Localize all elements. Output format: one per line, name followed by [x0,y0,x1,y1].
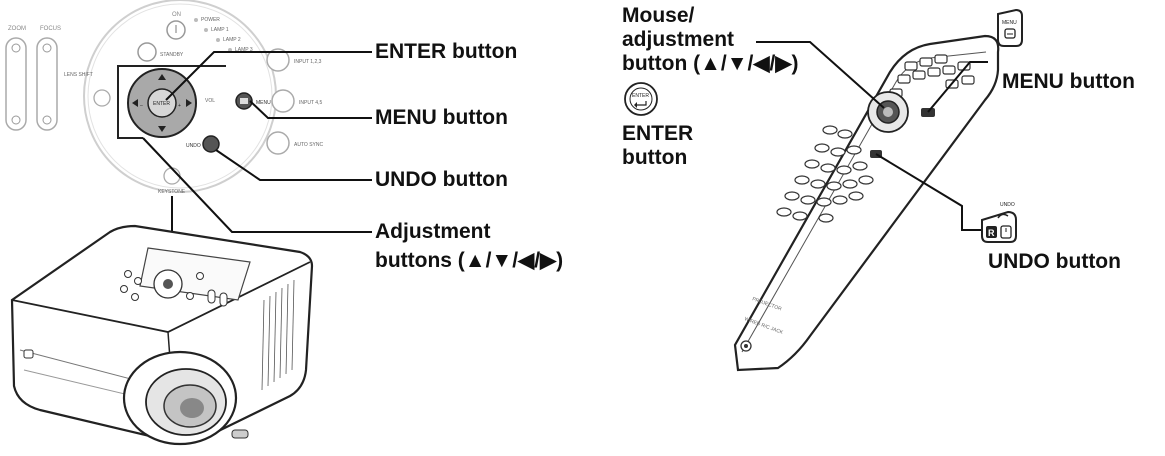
undo-icon: UNDO R [981,202,1017,243]
projector [10,224,314,446]
power-indicator-label: POWER [201,17,220,23]
left-arrow-icon [132,99,138,107]
menu-panel-label: MENU [256,100,271,106]
focus-minus-icon [42,115,52,125]
undo-button-callout: UNDO button [375,168,508,191]
zoom-label: ZOOM [8,26,26,32]
lamp3-indicator-label: LAMP 3 [235,47,253,53]
panel-inner-ring [87,3,273,189]
adjust-leader [142,137,372,233]
menu-remote-leader [927,61,988,113]
input-45-label: INPUT 4,5 [299,100,322,106]
undo-button [202,135,220,153]
auto-sync-label: AUTO SYNC [294,142,323,148]
menu-leader [249,100,372,119]
keystone-button [163,167,181,185]
keystone-label: KEYSTONE [158,189,186,195]
enter-button-callout: ENTER button [375,40,518,63]
menu-icon: MENU [997,8,1023,47]
right-arrow-icon [186,99,192,107]
on-label: ON [172,12,181,18]
remote-control: PROJECTOR WIRED R/C JACK [733,34,1000,372]
up-arrow-icon [158,74,166,80]
input-45-button [271,89,295,113]
focus-slider [36,37,58,131]
auto-sync-button [266,131,290,155]
enter-leader [165,51,372,101]
zoom-slider [5,37,27,131]
enter-icon: ENTER [624,82,658,116]
focus-label: FOCUS [40,26,61,32]
menu-remote-callout: MENU button [1002,70,1135,93]
svg-text:R: R [988,228,995,238]
zoom-minus-icon [11,115,21,125]
right-leader-lines [756,41,988,231]
standby-label: STANDBY [160,52,184,58]
lens-shift-label: LENS SHIFT [64,72,93,78]
input-123-button [266,48,290,72]
enter-icon-text: ENTER [632,93,649,99]
focus-plus-icon [42,43,52,53]
mouse-callout-line2: adjustment [622,28,735,51]
menu-icon-text: MENU [1002,20,1017,26]
adjustment-bracket [117,66,143,139]
undo-remote-leader [875,153,988,231]
mouse-callout-line1: Mouse/ [622,4,695,27]
down-arrow-icon [158,126,166,132]
adjustment-buttons-callout-line2: buttons (▲/▼/◀/▶) [375,249,564,272]
control-panel: ZOOM FOCUS LENS SHIFT ON POWER LAMP 1 LA… [5,0,323,195]
undo-remote-callout: UNDO button [988,250,1121,273]
vol-label: VOL [205,98,215,104]
enter-remote-callout-line1: ENTER [622,122,694,145]
lens-shift-button [93,89,111,107]
zoom-plus-icon [11,43,21,53]
input-123-label: INPUT 1,2,3 [294,59,322,65]
enter-remote-callout-line2: button [622,146,688,169]
svg-text:–: – [140,103,143,109]
undo-icon-text: UNDO [1000,202,1015,208]
undo-leader [215,149,372,181]
lamp1-indicator-label: LAMP 1 [211,27,229,33]
svg-text:+: + [178,103,181,109]
remote-menu-key [921,108,935,117]
mouse-callout-line3: button (▲/▼/◀/▶) [622,52,799,75]
enter-center-label: ENTER [153,101,170,107]
adjustment-buttons-callout-line1: Adjustment [375,220,491,243]
mouse-leader [756,41,885,109]
lamp2-indicator-label: LAMP 2 [223,37,241,43]
standby-button [137,42,157,62]
menu-button-callout: MENU button [375,106,508,129]
undo-panel-label: UNDO [186,143,201,149]
